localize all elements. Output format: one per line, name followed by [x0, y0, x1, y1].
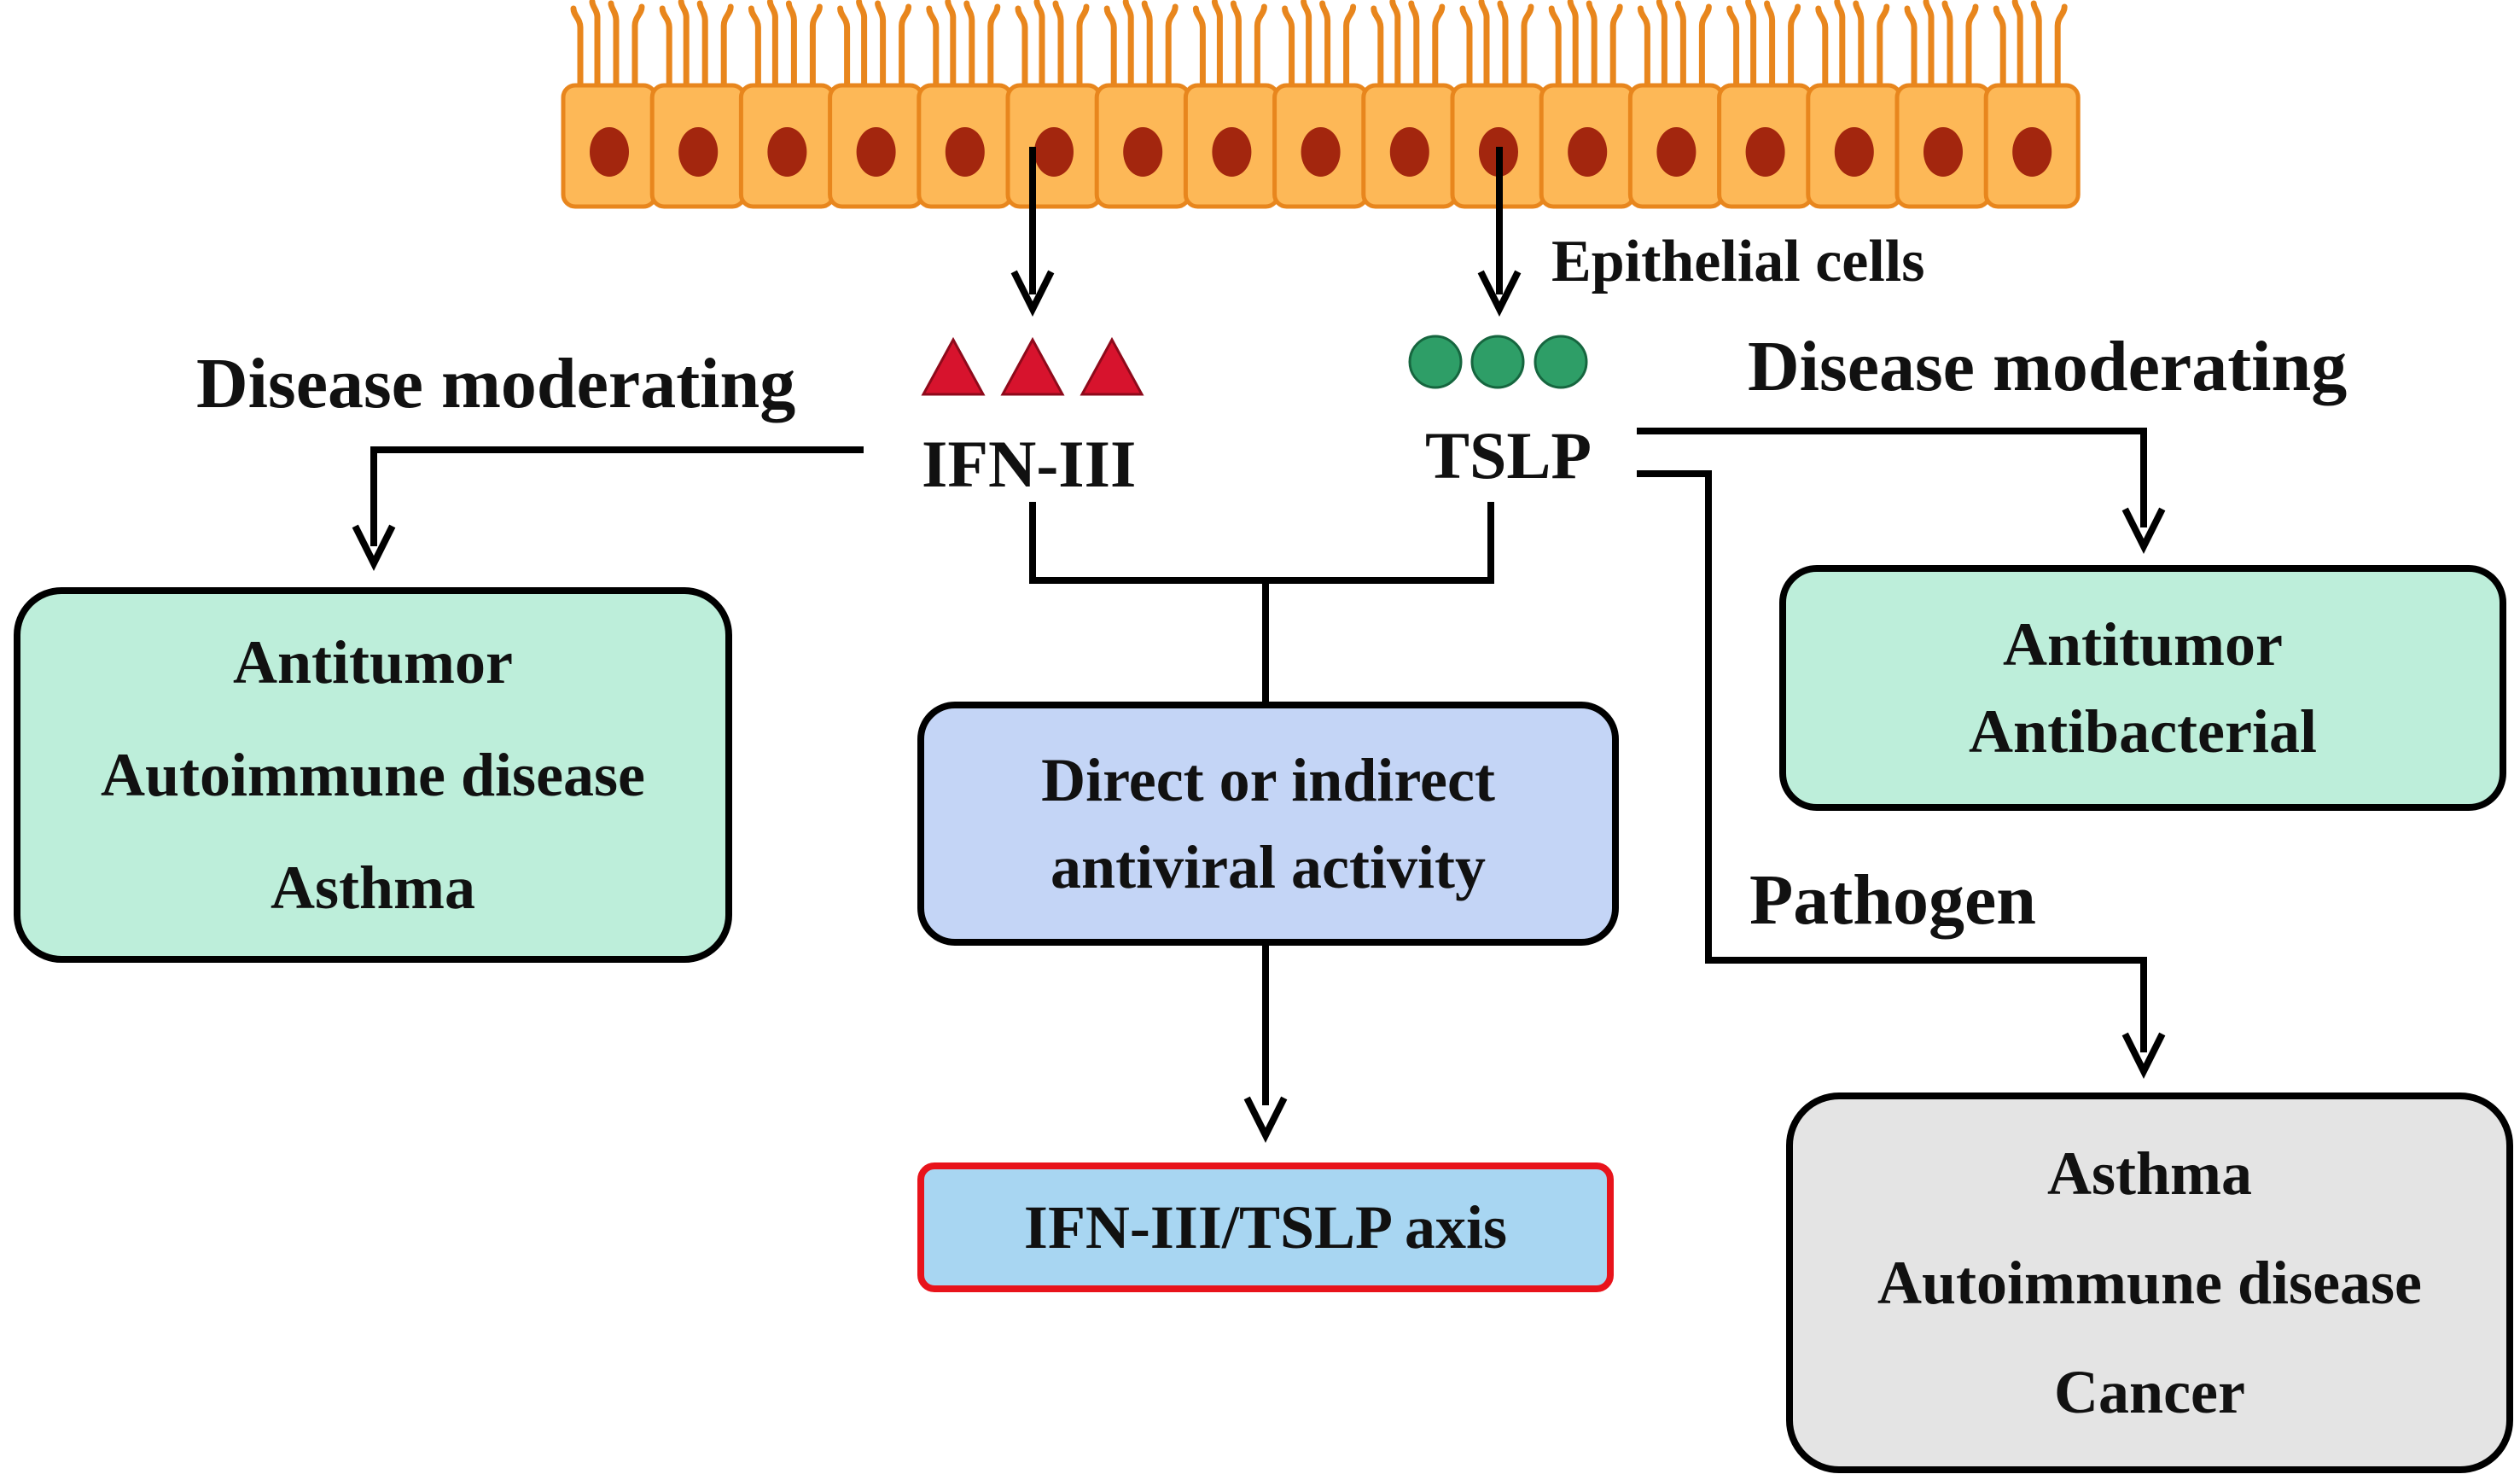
epithelial-cell	[1005, 2, 1103, 209]
epithelial-cell	[1806, 2, 1903, 209]
cell-nucleus	[1656, 127, 1696, 177]
ifn-release-arrowhead	[1010, 270, 1055, 317]
arrowheads	[352, 270, 2166, 1143]
epithelial-cell	[1894, 2, 1992, 209]
antiviral-text-line: Direct or indirect	[1041, 746, 1495, 814]
epithelial-cell	[1272, 2, 1370, 209]
cilia	[1107, 2, 1175, 85]
cilia	[573, 2, 642, 85]
pathogen-label: Pathogen	[1749, 860, 2036, 940]
epithelial-cell	[828, 2, 925, 209]
outcome-item: Antitumor	[2003, 610, 2283, 679]
outcome-item: Antitumor	[233, 628, 513, 696]
epithelial-cell	[917, 2, 1014, 209]
cell-nucleus	[2012, 127, 2052, 177]
cilia	[1551, 2, 1620, 85]
outcome-item: Asthma	[270, 854, 475, 922]
tslp-outcomes-box: Antitumor Antibacterial	[1779, 565, 2506, 811]
epithelial-cell	[1539, 2, 1636, 209]
epithelial-cell	[1183, 2, 1280, 209]
epithelial-cells-label: Epithelial cells	[1551, 229, 1925, 294]
tslp-moderating-arrowhead	[2121, 507, 2166, 554]
cilia	[1730, 2, 1798, 85]
cilia	[662, 2, 730, 85]
axis-arrowhead	[1243, 1096, 1288, 1143]
cell-nucleus	[856, 127, 896, 177]
tslp-markers	[1408, 335, 1588, 389]
outcome-item: Asthma	[2046, 1139, 2252, 1208]
tslp-release-arrowhead	[1477, 270, 1522, 317]
epithelial-cell	[1094, 2, 1191, 209]
tslp-circle-marker	[1470, 335, 1525, 389]
ifn-outcomes-box: Antitumor Autoimmune disease Asthma	[14, 587, 732, 963]
cilia	[1285, 2, 1353, 85]
cilia	[1907, 2, 1976, 85]
ifn-triangle-marker	[921, 336, 986, 396]
tslp-circle-marker	[1408, 335, 1463, 389]
epithelial-cell	[738, 2, 835, 209]
cell-nucleus	[1301, 127, 1341, 177]
ifn-disease-moderating-label: Disease moderating	[196, 344, 796, 423]
ifn-triangle-marker	[1000, 336, 1065, 396]
connector-lines	[370, 147, 2147, 1105]
epithelial-cell	[649, 2, 747, 209]
cell-nucleus	[1212, 127, 1252, 177]
epithelial-cell	[1983, 2, 2081, 209]
outcome-item: Autoimmune disease	[100, 741, 645, 809]
cilia	[1018, 2, 1086, 85]
cell-nucleus	[1034, 127, 1074, 177]
cell-nucleus	[1745, 127, 1785, 177]
cell-nucleus	[1568, 127, 1608, 177]
cilia	[929, 2, 998, 85]
epithelial-cell-layer	[561, 2, 2081, 209]
outcome-item: Cancer	[2054, 1358, 2245, 1426]
epithelial-cell	[1627, 2, 1725, 209]
pathogen-outcomes-box: Asthma Autoimmune disease Cancer	[1786, 1093, 2513, 1473]
ifn-moderating-arrowhead	[352, 524, 396, 571]
cell-nucleus	[945, 127, 985, 177]
ifn-iii-label: IFN-III	[922, 427, 1137, 501]
cilia	[1463, 2, 1531, 85]
cilia	[1996, 2, 2064, 85]
ifn-markers	[921, 336, 1144, 396]
cilia	[841, 2, 909, 85]
cilia	[1196, 2, 1264, 85]
tslp-disease-moderating-label: Disease moderating	[1748, 327, 2348, 406]
antiviral-activity-box: Direct or indirect antiviral activity	[917, 702, 1619, 946]
ifn-triangle-marker	[1080, 336, 1144, 396]
epithelial-cell	[1361, 2, 1458, 209]
epithelial-cell	[1717, 2, 1814, 209]
ifn-tslp-axis-box: IFN-III/TSLP axis	[917, 1162, 1614, 1292]
cell-nucleus	[767, 127, 807, 177]
axis-label: IFN-III/TSLP axis	[1023, 1193, 1508, 1261]
tslp-circle-marker	[1534, 335, 1588, 389]
tslp-pathogen-connector	[1637, 470, 2147, 1052]
cilia	[1374, 2, 1442, 85]
cell-nucleus	[1123, 127, 1163, 177]
outcome-item: Antibacterial	[1969, 697, 2317, 766]
cell-nucleus	[1389, 127, 1429, 177]
cell-nucleus	[678, 127, 719, 177]
tslp-pathogen-arrowhead	[2121, 1032, 2166, 1079]
cilia	[1819, 2, 1887, 85]
antiviral-text-line: antiviral activity	[1050, 833, 1486, 901]
tslp-label: TSLP	[1425, 418, 1592, 492]
cell-nucleus	[1834, 127, 1874, 177]
tslp-moderating-connector	[1637, 428, 2147, 527]
epithelial-cell	[561, 2, 658, 209]
antiviral-merge-connector	[1029, 502, 1494, 702]
cilia	[751, 2, 819, 85]
cell-nucleus	[1923, 127, 1963, 177]
cilia	[1640, 2, 1708, 85]
cell-nucleus	[590, 127, 629, 177]
outcome-item: Autoimmune disease	[1877, 1249, 2422, 1317]
ifn-moderating-connector	[370, 446, 864, 546]
